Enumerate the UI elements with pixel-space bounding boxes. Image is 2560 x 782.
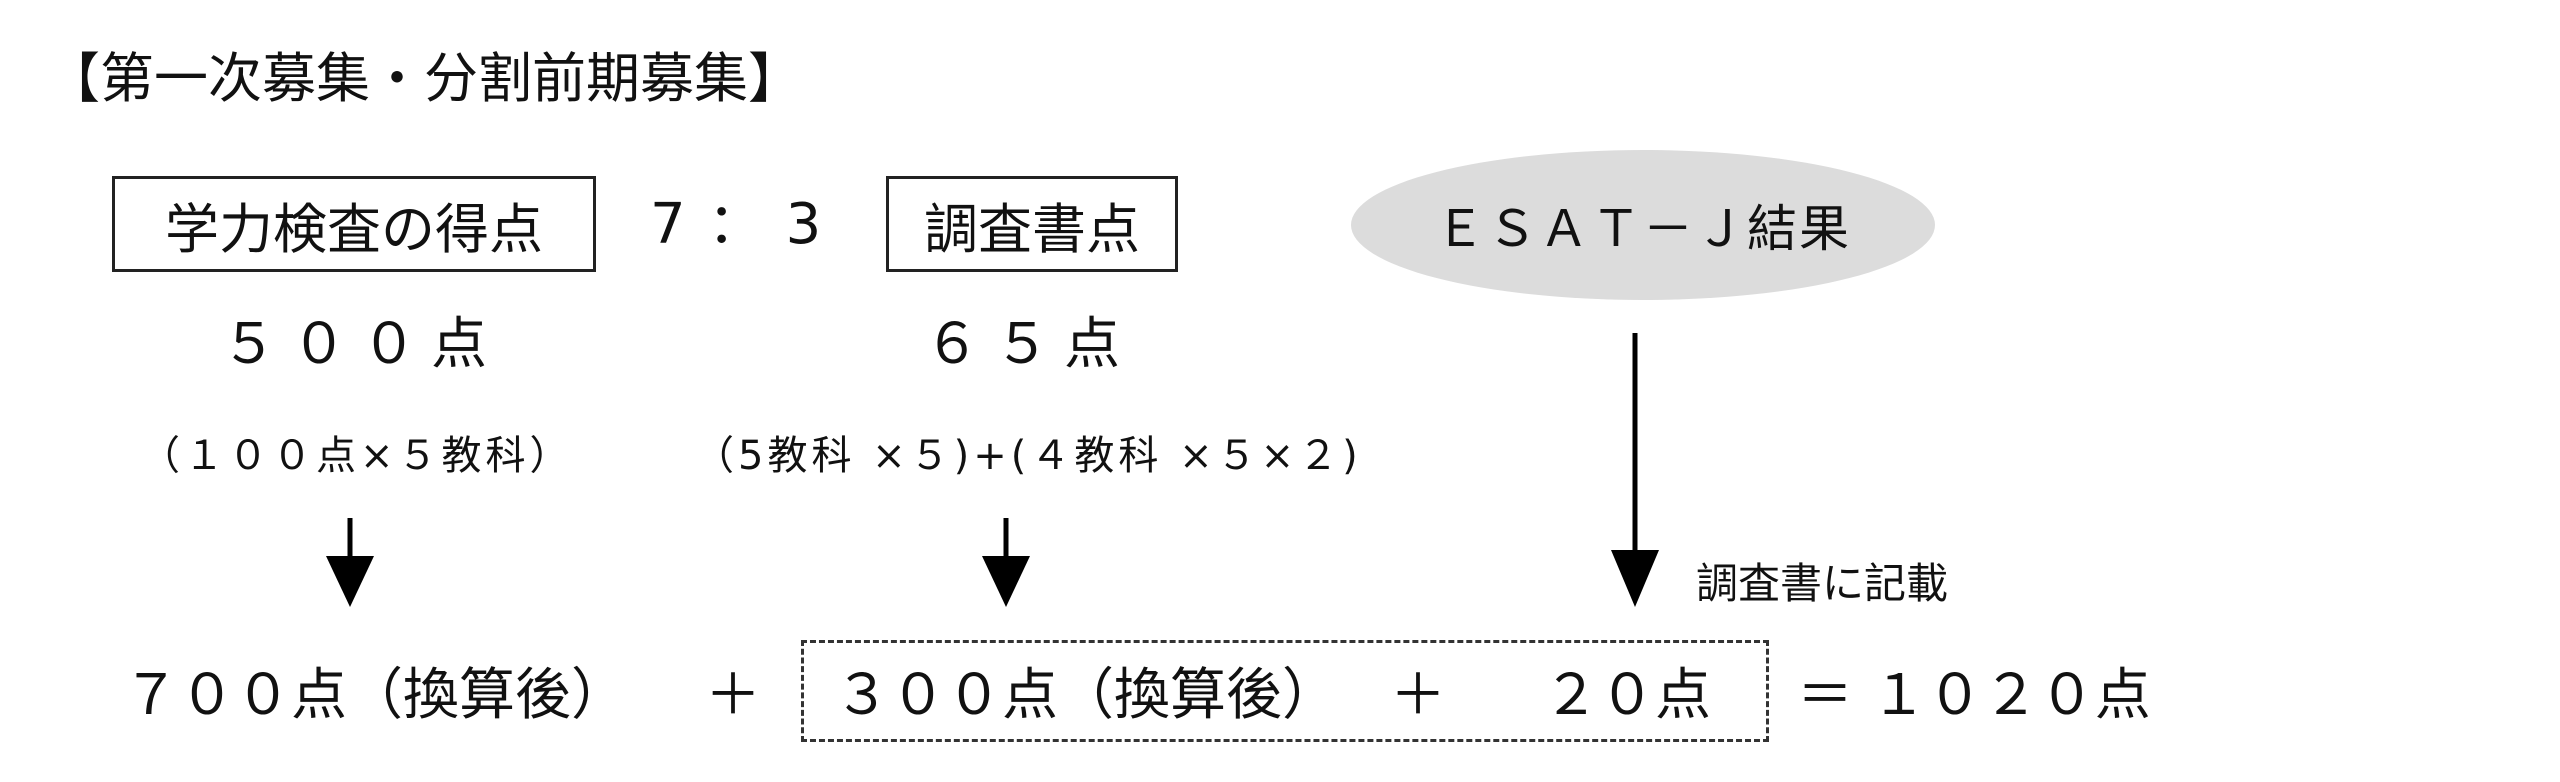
plus-sign: ＋ [1390, 663, 1446, 728]
section-title: 【第一次募集・分割前期募集】 [46, 47, 802, 110]
report-score-box: 調査書点 [886, 176, 1178, 272]
esat-points: ２０点 [1543, 663, 1711, 728]
ratio-label: 7：3 [650, 192, 844, 257]
esat-result-label: ＥＳＡＴ－Ｊ結果 [1435, 200, 1851, 258]
report-score-label: 調査書点 [924, 197, 1140, 261]
exam-converted: ７００点（換算後） [123, 663, 627, 728]
esat-result-ellipse: ＥＳＡＴ－Ｊ結果 [1351, 150, 1935, 300]
report-breakdown: （5教科 ×５)+(４教科 ×５×２) [694, 433, 1362, 479]
esat-note: 調査書に記載 [1696, 559, 1949, 608]
exam-breakdown: （１００点×５教科） [140, 433, 574, 479]
report-points: ６５点 [924, 312, 1134, 377]
total-points: ＝ １０２０点 [1797, 663, 2151, 728]
arrow-down-icon [982, 518, 1030, 607]
arrow-down-icon [326, 518, 374, 607]
exam-score-label: 学力検査の得点 [165, 197, 543, 261]
exam-points: ５００点 [221, 312, 501, 377]
exam-score-box: 学力検査の得点 [112, 176, 596, 272]
report-total-dashed-box [801, 640, 1769, 742]
plus-sign: ＋ [705, 663, 761, 728]
arrow-down-icon [1611, 333, 1659, 607]
report-converted: ３００点（換算後） [834, 663, 1338, 728]
